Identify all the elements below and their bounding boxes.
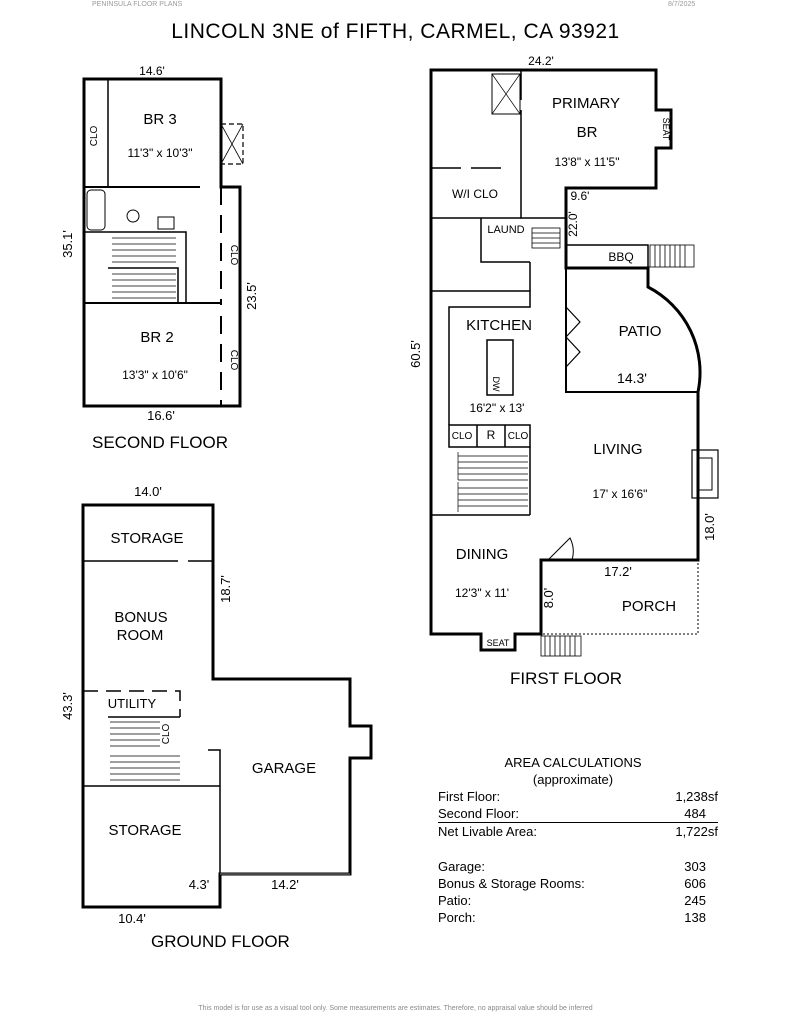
- sf-dim-top: 14.6': [139, 64, 165, 78]
- area-value: 138: [684, 910, 706, 925]
- wi-clo-label: W/I CLO: [452, 187, 498, 201]
- first-floor-plan: [429, 68, 719, 657]
- area-label: First Floor:: [438, 789, 501, 804]
- living-label: LIVING: [593, 441, 642, 458]
- disclaimer: This model is for use as a visual tool o…: [198, 1005, 593, 1012]
- gf-dim-garage-w: 14.2': [271, 877, 299, 892]
- sf-clo-3: CLO: [228, 350, 239, 371]
- gf-dim-bonus: 18.7': [218, 575, 233, 603]
- storage-bottom-label: STORAGE: [108, 822, 181, 839]
- ff-dim-porch-h: 8.0': [541, 588, 556, 609]
- ff-dim-top: 24.2': [528, 54, 554, 68]
- area-label: Net Livable Area:: [438, 824, 538, 839]
- ff-clo-right: CLO: [508, 431, 529, 442]
- gf-dim-step: 4.3': [189, 877, 210, 892]
- area-row-second-floor: Second Floor: 484: [438, 805, 718, 823]
- ff-dim-left: 60.5': [408, 340, 423, 368]
- ground-floor-plan: [81, 503, 373, 909]
- dining-label: DINING: [456, 546, 509, 563]
- kitchen-label: KITCHEN: [466, 317, 532, 334]
- area-value: 484: [684, 806, 706, 821]
- area-calculations: AREA CALCULATIONS (approximate) First Fl…: [438, 754, 718, 926]
- ground-floor-title: GROUND FLOOR: [151, 932, 290, 951]
- br3-label: BR 3: [143, 111, 176, 128]
- sf-dim-left: 35.1': [60, 230, 75, 258]
- kitchen-size: 16'2" x 13': [470, 401, 525, 415]
- gf-dim-top: 14.0': [134, 484, 162, 499]
- bonus-label-1: BONUS: [114, 609, 167, 626]
- living-size: 17' x 16'6": [593, 487, 648, 501]
- garage-label: GARAGE: [252, 760, 316, 777]
- gf-clo-label: CLO: [161, 723, 172, 744]
- porch-label: PORCH: [622, 598, 676, 615]
- area-label: Second Floor:: [438, 806, 519, 821]
- primary-label-1: PRIMARY: [552, 95, 620, 112]
- first-floor-title: FIRST FLOOR: [510, 669, 623, 688]
- area-label: Patio:: [438, 893, 472, 908]
- area-row-garage: Garage: 303: [438, 858, 718, 875]
- br3-size: 11'3" x 10'3": [128, 146, 193, 160]
- ff-dim-living-h: 18.0': [702, 513, 717, 541]
- company-name: PENINSULA FLOOR PLANS: [92, 1, 183, 8]
- page-title: LINCOLN 3NE of FIFTH, CARMEL, CA 93921: [171, 20, 620, 43]
- utility-label: UTILITY: [108, 696, 157, 711]
- primary-size: 13'8" x 11'5": [555, 155, 620, 169]
- laund-label: LAUND: [487, 224, 524, 236]
- ff-dim-primary-h: 22.0': [566, 211, 580, 237]
- refrigerator-label: R: [487, 428, 496, 442]
- area-row-net-livable: Net Livable Area: 1,722sf: [438, 823, 718, 840]
- dw-label: DW: [491, 377, 501, 392]
- ff-dim-primary-w: 9.6': [571, 189, 590, 203]
- area-label: Bonus & Storage Rooms:: [438, 876, 585, 891]
- ff-seat-bottom: SEAT: [487, 638, 510, 648]
- second-floor-plan: [82, 77, 244, 408]
- storage-top-label: STORAGE: [110, 530, 183, 547]
- bbq-label: BBQ: [608, 250, 633, 264]
- area-value: 1,722sf: [675, 824, 718, 839]
- area-row-porch: Porch: 138: [438, 909, 718, 926]
- area-value: 606: [684, 876, 706, 891]
- area-row-first-floor: First Floor: 1,238sf: [438, 788, 718, 805]
- area-value: 245: [684, 893, 706, 908]
- ff-clo-left: CLO: [452, 431, 473, 442]
- dining-size: 12'3" x 11': [455, 586, 509, 600]
- ff-seat-right: SEAT: [661, 118, 671, 141]
- area-subtitle: (approximate): [532, 772, 614, 787]
- area-title: AREA CALCULATIONS: [504, 755, 642, 770]
- bonus-label-2: ROOM: [117, 627, 164, 644]
- area-label: Porch:: [438, 910, 476, 925]
- area-row-bonus-storage: Bonus & Storage Rooms: 606: [438, 875, 718, 892]
- area-value: 303: [684, 859, 706, 874]
- date-label: 8/7/2025: [668, 1, 696, 8]
- second-floor-title: SECOND FLOOR: [92, 433, 229, 452]
- gf-dim-bottom: 10.4': [118, 911, 146, 926]
- sf-dim-bottom: 16.6': [147, 408, 175, 423]
- sf-dim-right: 23.5': [244, 282, 259, 310]
- sf-clo-1: CLO: [89, 125, 100, 146]
- area-row-patio: Patio: 245: [438, 892, 718, 909]
- sf-clo-2: CLO: [228, 245, 239, 266]
- primary-label-2: BR: [577, 124, 598, 141]
- area-value: 1,238sf: [675, 789, 718, 804]
- area-label: Garage:: [438, 859, 485, 874]
- ff-dim-patio: 14.3': [617, 370, 647, 386]
- patio-label: PATIO: [619, 323, 662, 340]
- br2-size: 13'3" x 10'6": [122, 368, 188, 382]
- ff-dim-porch-w: 17.2': [604, 564, 632, 579]
- br2-label: BR 2: [140, 329, 173, 346]
- gf-dim-left: 43.3': [60, 692, 75, 720]
